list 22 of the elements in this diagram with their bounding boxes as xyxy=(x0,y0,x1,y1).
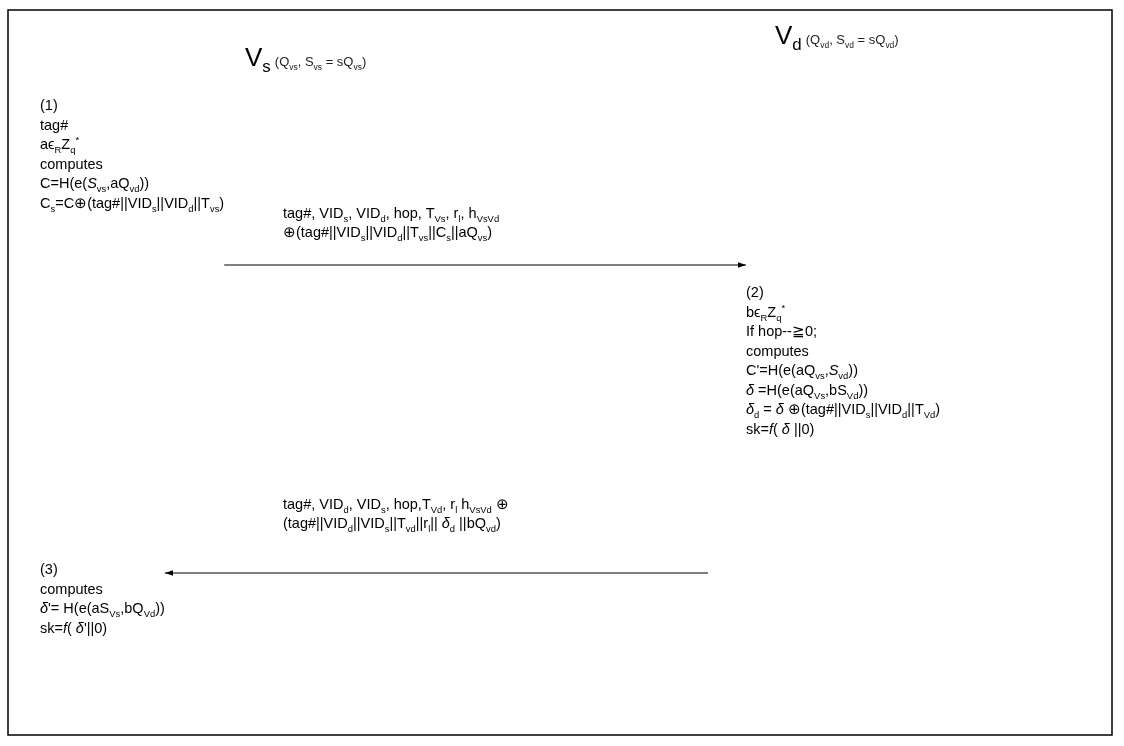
key-parameters: (Q$_{vs}$, S$_{vs}$ = sQ$_{vs}$) xyxy=(274,54,367,69)
protocol-step-text: C=H(e(S$_{vs}$,aQ$_{vd}$)) xyxy=(40,174,151,194)
protocol-step-text: (2) xyxy=(746,283,765,302)
message-arrow xyxy=(164,570,709,576)
protocol-step-text: δ =H(e(aQ$_{Vs}$,bS$_{Vd}$)) xyxy=(746,380,870,400)
protocol-step-text: tag# xyxy=(40,115,70,135)
protocol-step-text: sk=f( δ ||0) xyxy=(746,419,816,439)
key-parameters: (Q$_{vd}$, S$_{vd}$ = sQ$_{vd}$) xyxy=(805,32,899,47)
message-arrow xyxy=(223,262,747,268)
protocol-step-text: computes xyxy=(40,155,104,174)
entity-name: V$_{d}$ xyxy=(775,20,802,51)
protocol-step-text: C'=H(e(aQ$_{vs}$,S$_{vd}$)) xyxy=(746,361,859,381)
protocol-step-text: δ'= H(e(aS$_{Vs}$,bQ$_{Vd}$)) xyxy=(40,599,165,619)
protocol-step-text: C$_{s}$=C⊕(tag#||VID$_{s}$||VID$_{d}$||T$_{vs}$) xyxy=(40,193,225,213)
protocol-step-text: computes xyxy=(40,579,104,599)
protocol-step-text: (1) xyxy=(40,96,59,115)
protocol-step-text: (3) xyxy=(40,560,59,579)
protocol-step-text: sk=f( δ'||0) xyxy=(40,618,109,638)
protocol-step-text: δ$_{d}$ = δ ⊕(tag#||VID$_{s}$||VID$_{d}$||T$_{Vd}$) xyxy=(746,400,941,420)
protocol-step-text: computes xyxy=(746,341,810,361)
protocol-step-text: If hop--≧0; xyxy=(746,323,819,341)
entity-name: V$_{s}$ xyxy=(245,42,271,73)
